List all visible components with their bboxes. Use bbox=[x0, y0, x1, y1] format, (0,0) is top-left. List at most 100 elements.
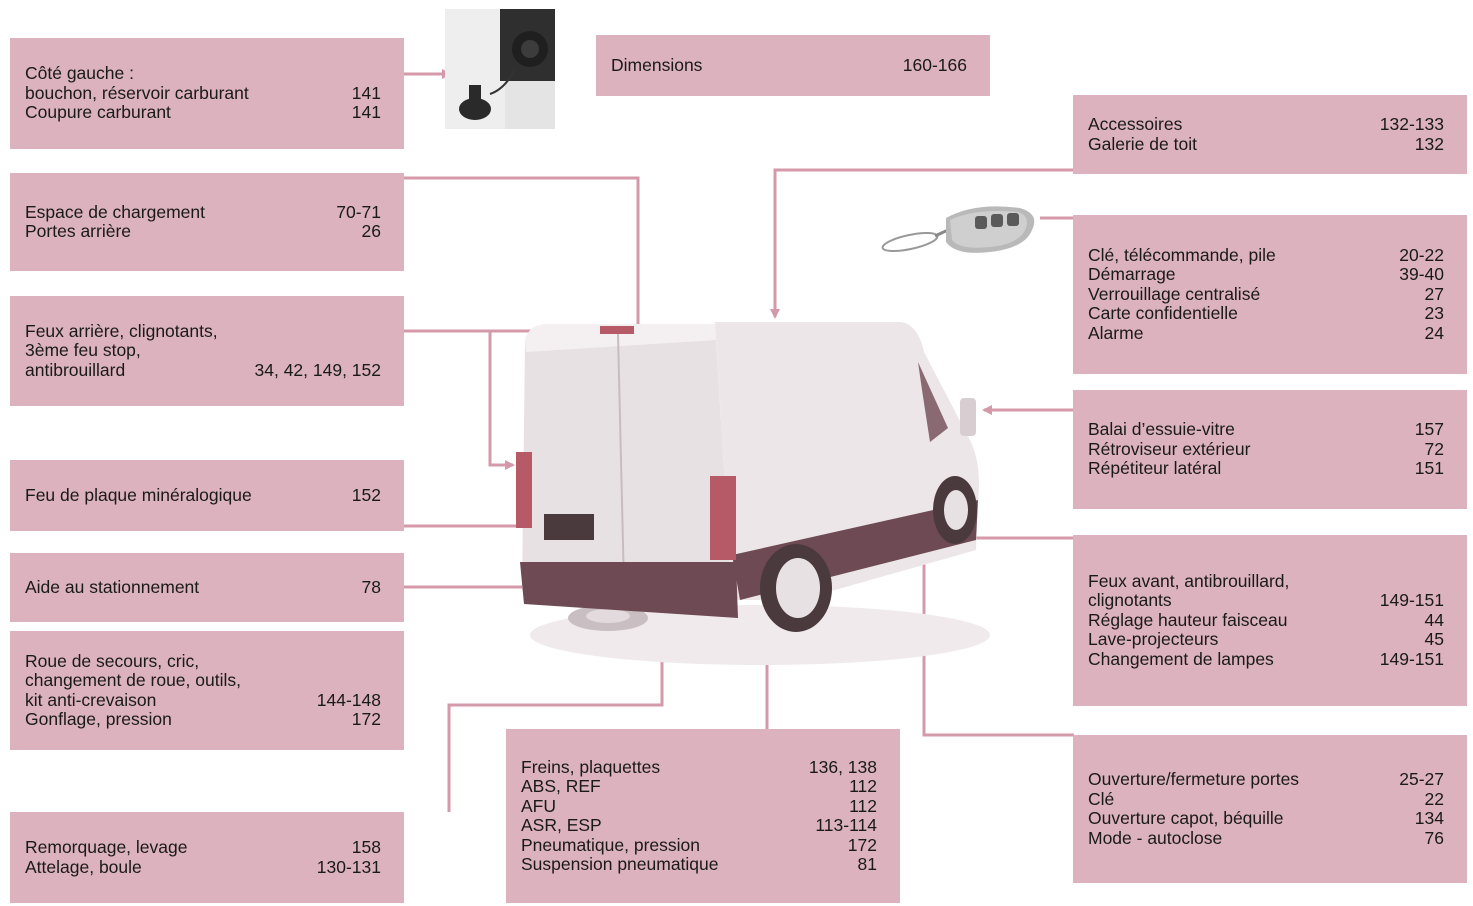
entry-page: 20-22 bbox=[1399, 244, 1444, 265]
entry-label: Coupure carburant bbox=[25, 102, 171, 123]
entry-label: Carte confidentielle bbox=[1088, 303, 1238, 324]
index-entry: Mode - autoclose 76 bbox=[1088, 827, 1444, 849]
entry-page: 136, 138 bbox=[808, 756, 877, 777]
index-entry: Gonflage, pression 172 bbox=[25, 709, 381, 730]
index-entry: Verrouillage centralisé 27 bbox=[1088, 283, 1444, 305]
entry-label: Remorquage, levage bbox=[25, 837, 188, 857]
entry-page: 132 bbox=[1414, 133, 1444, 154]
entry-label: Feux arrière, clignotants, bbox=[25, 320, 218, 341]
entry-label: Pneumatique, pression bbox=[521, 834, 700, 855]
entry-page: 22 bbox=[1424, 788, 1444, 809]
entry-page: 113-114 bbox=[815, 815, 877, 835]
entry-page: 27 bbox=[1424, 283, 1444, 304]
entry-label: Clé bbox=[1088, 788, 1115, 809]
index-entry: Remorquage, levage 158 bbox=[25, 837, 381, 858]
entry-label: Alarme bbox=[1088, 322, 1144, 343]
box-rear-lights: Feux arrière, clignotants,3ème feu stop,… bbox=[10, 296, 404, 406]
entry-label: Verrouillage centralisé bbox=[1088, 283, 1261, 304]
entry-page: 112 bbox=[849, 776, 877, 796]
index-entry: antibrouillard 34, 42, 149, 152 bbox=[25, 359, 382, 381]
box-spare-wheel: Roue de secours, cric,changement de roue… bbox=[10, 631, 404, 750]
entry-label: Gonflage, pression bbox=[25, 709, 172, 729]
entry-page: 172 bbox=[847, 834, 877, 855]
entry-label: kit anti-crevaison bbox=[25, 689, 157, 710]
index-entry: ABS, REF 112 bbox=[521, 776, 877, 797]
box-fuel: Côté gauche :bouchon, réservoir carburan… bbox=[10, 38, 404, 149]
entry-page: 112 bbox=[849, 795, 877, 816]
entry-page: 26 bbox=[361, 221, 381, 241]
index-entry: 3ème feu stop, bbox=[25, 341, 381, 361]
index-entry: Changement de lampes 149-151 bbox=[1088, 648, 1444, 670]
entry-page: 151 bbox=[1414, 458, 1444, 479]
entry-label: Roue de secours, cric, bbox=[25, 650, 200, 671]
entry-page: 157 bbox=[1414, 419, 1444, 440]
entry-page: 160-166 bbox=[902, 54, 967, 75]
fuel-cap-illustration bbox=[445, 9, 555, 129]
entry-label: Portes arrière bbox=[25, 221, 132, 241]
entry-page: 141 bbox=[351, 102, 381, 123]
entry-page: 149-151 bbox=[1379, 648, 1444, 669]
entry-page: 158 bbox=[351, 837, 381, 857]
entry-page: 141 bbox=[351, 82, 381, 103]
index-entry: Balai d’essuie-vitre 157 bbox=[1088, 420, 1444, 440]
entry-label: clignotants bbox=[1088, 590, 1172, 611]
line-spare-wheel bbox=[447, 618, 667, 812]
entry-page: 149-151 bbox=[1379, 590, 1444, 611]
entry-label: Mode - autoclose bbox=[1088, 827, 1223, 848]
entry-label: ASR, ESP bbox=[521, 815, 602, 835]
entry-label: antibrouillard bbox=[25, 359, 126, 380]
entry-label: Rétroviseur extérieur bbox=[1088, 438, 1251, 459]
entry-page: 78 bbox=[361, 576, 381, 597]
index-entry: ASR, ESP 113-114 bbox=[521, 815, 877, 836]
index-entry: Rétroviseur extérieur 72 bbox=[1088, 438, 1444, 460]
entry-label: Feux avant, antibrouillard, bbox=[1088, 570, 1290, 591]
entry-label: ABS, REF bbox=[521, 776, 601, 796]
index-entry: Coupure carburant 141 bbox=[25, 103, 381, 123]
entry-page: 76 bbox=[1424, 827, 1444, 848]
index-entry: bouchon, réservoir carburant 141 bbox=[25, 82, 381, 104]
line-rear-lights-b bbox=[488, 331, 515, 470]
index-entry: Côté gauche : bbox=[25, 64, 381, 84]
index-entry: Clé 22 bbox=[1088, 788, 1444, 810]
entry-label: bouchon, réservoir carburant bbox=[25, 82, 249, 103]
entry-label: Changement de lampes bbox=[1088, 648, 1274, 669]
entry-label: Balai d’essuie-vitre bbox=[1088, 419, 1235, 440]
index-entry: changement de roue, outils, bbox=[25, 670, 381, 691]
index-entry: Portes arrière 26 bbox=[25, 221, 381, 242]
index-entry: Pneumatique, pression 172 bbox=[521, 834, 877, 856]
index-entry: Espace de chargement 70-71 bbox=[25, 201, 381, 223]
entry-page: 152 bbox=[351, 484, 381, 505]
box-front-lights: Feux avant, antibrouillard,clignotants 14… bbox=[1073, 535, 1467, 706]
entry-label: Ouverture/fermeture portes bbox=[1088, 769, 1300, 789]
index-entry: Feux arrière, clignotants, bbox=[25, 320, 381, 342]
entry-page: 70-71 bbox=[336, 201, 381, 222]
entry-label: Clé, télécommande, pile bbox=[1088, 244, 1276, 265]
entry-page: 34, 42, 149, 152 bbox=[254, 359, 382, 380]
entry-page: 72 bbox=[1424, 438, 1444, 459]
entry-label: Espace de chargement bbox=[25, 201, 205, 222]
entry-label: changement de roue, outils, bbox=[25, 670, 241, 690]
entry-page: 172 bbox=[351, 709, 381, 729]
entry-page: 45 bbox=[1424, 629, 1444, 650]
entry-label: Feu de plaque minéralogique bbox=[25, 484, 252, 505]
